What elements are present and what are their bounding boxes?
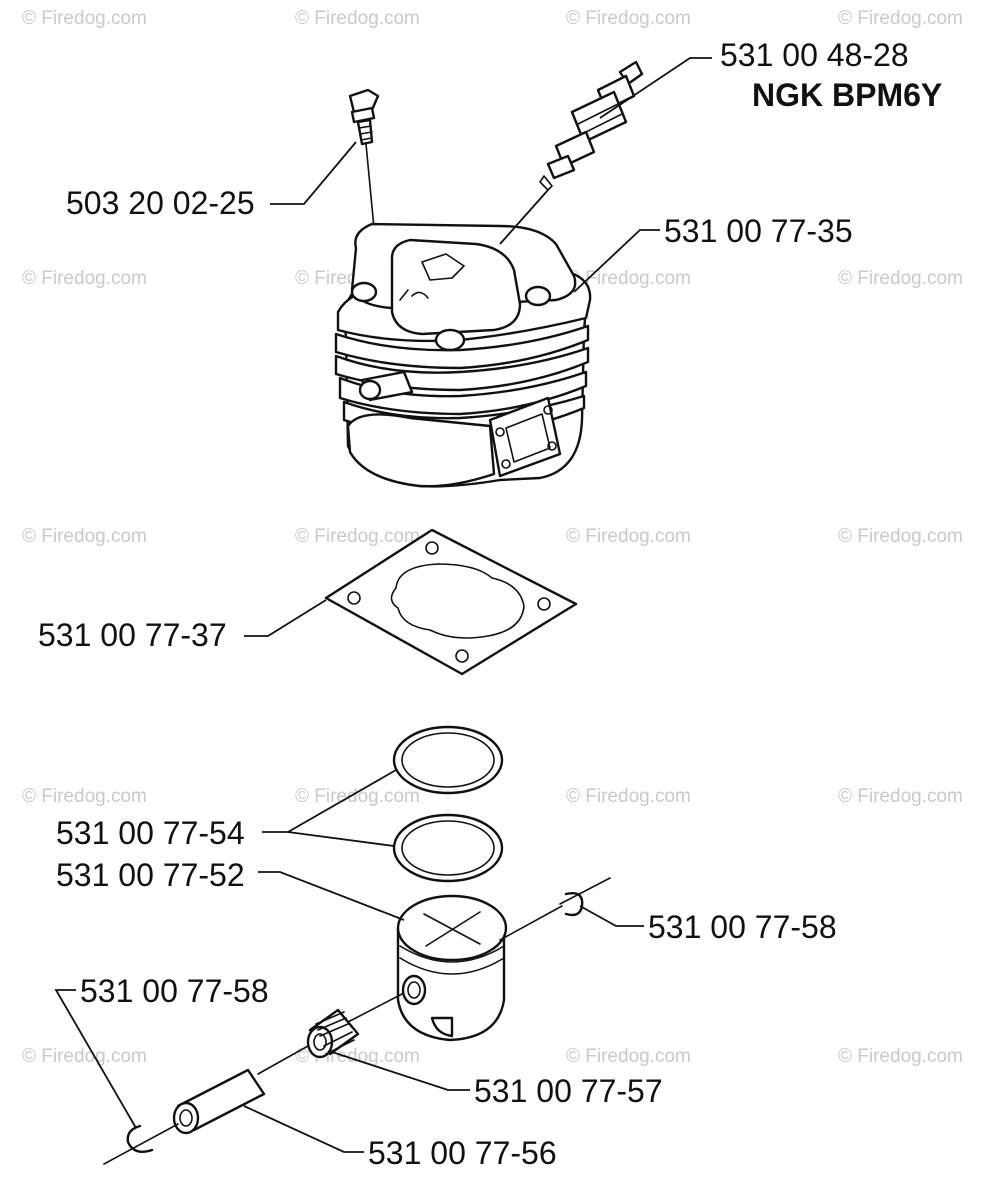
- gasket-drawing: [324, 528, 578, 676]
- leader-circlip-right: [579, 905, 644, 927]
- watermark: © Firedog.com: [566, 268, 691, 289]
- spark-plug-drawing: [539, 60, 644, 191]
- leader-screw: [270, 141, 357, 205]
- label-spark-plug-number: 531 00 48-28: [720, 37, 909, 73]
- label-circlip-right: 531 00 77-58: [648, 909, 837, 945]
- label-screw: 503 20 02-25: [66, 185, 255, 221]
- watermark: © Firedog.com: [22, 1046, 147, 1067]
- watermark: © Firedog.com: [295, 8, 420, 29]
- watermark: © Firedog.com: [838, 526, 963, 547]
- watermark: © Firedog.com: [295, 526, 420, 547]
- leader-cylinder: [573, 229, 660, 293]
- leader-gasket: [244, 599, 327, 637]
- watermark: © Firedog.com: [838, 1046, 963, 1067]
- assembly-axis-lines: [103, 905, 563, 1165]
- label-needle-bearing: 531 00 77-57: [474, 1073, 663, 1109]
- watermark: © Firedog.com: [22, 8, 147, 29]
- leader-plug-to-cylinder: [499, 189, 549, 245]
- leader-pin: [243, 1105, 364, 1153]
- label-spark-plug-type: NGK BPM6Y: [752, 77, 942, 113]
- watermark: © Firedog.com: [22, 526, 147, 547]
- piston-pin-drawing: [172, 1068, 266, 1135]
- leader-circlip-left: [54, 989, 137, 1129]
- leader-lines: [54, 57, 712, 1153]
- label-cylinder-gasket: 531 00 77-37: [38, 617, 227, 653]
- watermark: © Firedog.com: [566, 786, 691, 807]
- leader-piston: [258, 871, 405, 921]
- label-piston-pin: 531 00 77-56: [368, 1135, 557, 1171]
- leader-bearing: [331, 1051, 470, 1091]
- leader-rings-bottom: [287, 831, 395, 847]
- watermark: © Firedog.com: [838, 786, 963, 807]
- label-cylinder: 531 00 77-35: [664, 213, 853, 249]
- label-piston-rings: 531 00 77-54: [56, 815, 245, 851]
- watermark: © Firedog.com: [566, 526, 691, 547]
- needle-bearing-drawing: [306, 1008, 360, 1059]
- label-piston: 531 00 77-52: [56, 857, 245, 893]
- circlip-left-drawing: [126, 1124, 154, 1153]
- piston-drawing: [396, 894, 508, 1042]
- watermark: © Firedog.com: [838, 8, 963, 29]
- circlip-right-drawing: [559, 877, 611, 917]
- watermark: © Firedog.com: [22, 268, 147, 289]
- leader-spark-plug: [599, 57, 712, 119]
- watermark: © Firedog.com: [295, 786, 420, 807]
- cylinder-drawing: [334, 222, 592, 488]
- label-circlip-left: 531 00 77-58: [80, 973, 269, 1009]
- watermark: © Firedog.com: [566, 1046, 691, 1067]
- piston-rings-drawing: [392, 725, 504, 883]
- watermark: © Firedog.com: [838, 268, 963, 289]
- watermark: © Firedog.com: [22, 786, 147, 807]
- callout-labels: 531 00 48-28 NGK BPM6Y 503 20 02-25 531 …: [38, 37, 942, 1171]
- watermark: © Firedog.com: [566, 8, 691, 29]
